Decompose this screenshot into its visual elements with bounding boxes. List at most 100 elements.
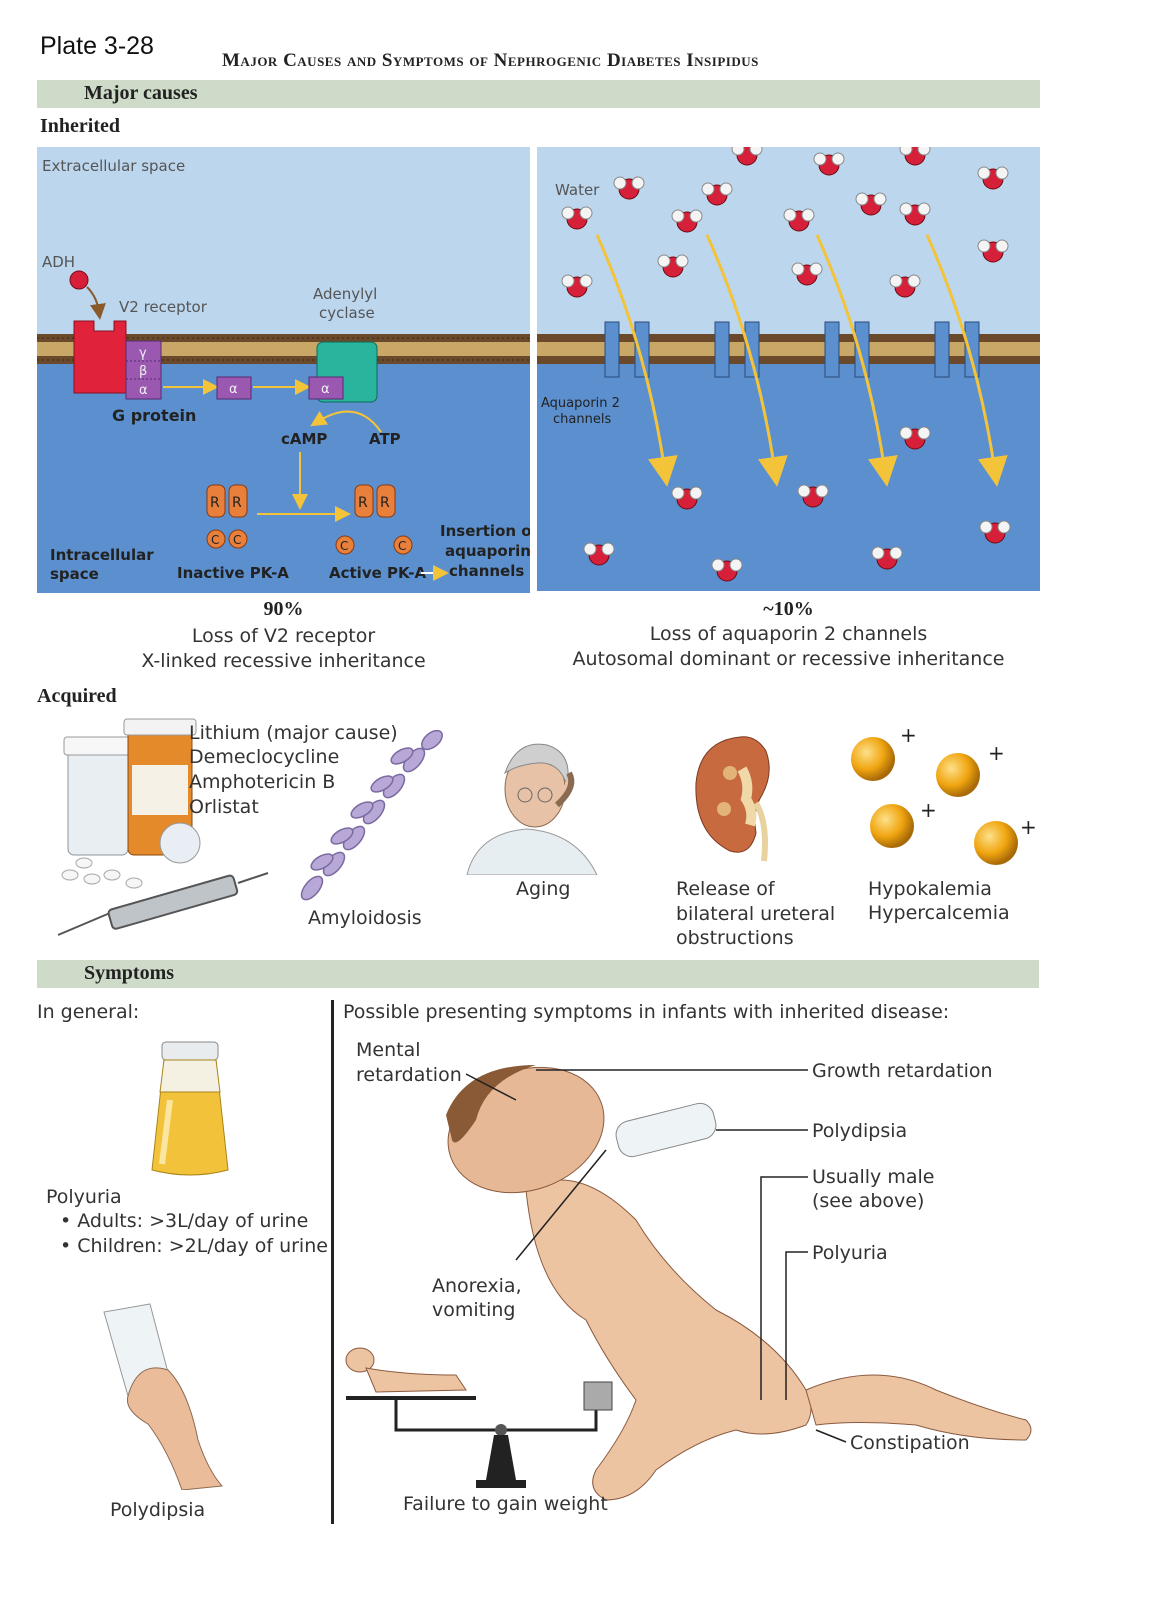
aqp-caption-2: Autosomal dominant or recessive inherita… xyxy=(572,648,1005,670)
water-flow-arrows xyxy=(595,234,1008,487)
plus-4: + xyxy=(1020,815,1037,839)
g-protein-label: G protein xyxy=(112,406,196,425)
ion-3 xyxy=(870,804,914,848)
g-protein xyxy=(125,340,162,400)
svg-text:R: R xyxy=(358,495,368,511)
adh-molecule xyxy=(69,270,89,290)
symptoms-band: Symptoms xyxy=(37,960,1039,988)
svg-text:C: C xyxy=(340,539,348,553)
aquaporin-label-1: Aquaporin 2 xyxy=(541,396,620,411)
svg-text:R: R xyxy=(380,495,390,511)
svg-text:R: R xyxy=(232,495,242,511)
aging-label: Aging xyxy=(516,878,571,900)
major-causes-heading: Major causes xyxy=(84,82,198,104)
electrolyte-ions: + + + + xyxy=(851,723,1037,865)
v2-pct: 90% xyxy=(263,598,304,620)
release-label-3: obstructions xyxy=(676,927,794,949)
polyuria-children: • Children: >2L/day of urine xyxy=(60,1235,328,1257)
ion-1 xyxy=(851,737,895,781)
polyuria-infant-label: Polyuria xyxy=(812,1242,888,1264)
drug-orlistat: Orlistat xyxy=(189,796,259,818)
symptoms-heading: Symptoms xyxy=(84,962,175,984)
intracellular-label-2: space xyxy=(50,565,99,583)
water-label: Water xyxy=(555,181,600,199)
plus-2: + xyxy=(988,741,1005,765)
insertion-label-2: aquaporin xyxy=(445,542,530,560)
insertion-label-1: Insertion of xyxy=(440,522,530,540)
hypokalemia-label: Hypokalemia xyxy=(868,878,992,900)
kidney-illustration xyxy=(695,736,770,862)
usually-male-2: (see above) xyxy=(812,1190,925,1212)
infant-illustration xyxy=(345,1065,1032,1501)
v2-signaling-diagram: Extracellular space ADH V2 receptor γ β … xyxy=(37,147,530,593)
intracellular-label-1: Intracellular xyxy=(50,546,154,564)
symptoms-divider xyxy=(331,1000,334,1524)
v2-receptor xyxy=(73,320,127,394)
polyuria-label: Polyuria xyxy=(46,1186,122,1208)
v2-caption-2: X-linked recessive inheritance xyxy=(141,650,426,672)
amyloid-fibril-illustration xyxy=(300,729,443,901)
svg-text:C: C xyxy=(398,539,406,553)
ion-2 xyxy=(936,753,980,797)
v2-receptor-label: V2 receptor xyxy=(119,298,208,316)
atp-label: ATP xyxy=(369,430,401,448)
acquired-heading: Acquired xyxy=(37,685,117,707)
major-causes-band: Major causes xyxy=(37,80,1040,108)
in-general-label: In general: xyxy=(37,1001,140,1023)
drug-amphotericin: Amphotericin B xyxy=(189,771,336,793)
svg-text:C: C xyxy=(233,533,241,547)
alpha-label-1: α xyxy=(139,383,148,398)
alpha-label-3: α xyxy=(321,382,330,397)
release-label-1: Release of xyxy=(676,878,775,900)
aquaporin-diagram: Water Aquaporin 2 channels xyxy=(537,147,1040,591)
constipation-label: Constipation xyxy=(850,1432,970,1454)
plus-3: + xyxy=(920,798,937,822)
alpha-label-2: α xyxy=(229,382,238,397)
leader-lines xyxy=(465,1069,847,1443)
anorexia-label-2: vomiting xyxy=(432,1299,516,1321)
infant-body xyxy=(446,1065,1032,1501)
plus-1: + xyxy=(900,723,917,747)
plate-number: Plate 3-28 xyxy=(40,32,154,60)
ion-4 xyxy=(974,821,1018,865)
mental-retardation-1: Mental xyxy=(356,1039,421,1061)
adenylyl-label: Adenylyl xyxy=(313,285,377,303)
usually-male-1: Usually male xyxy=(812,1166,935,1188)
aqp-pct: ~10% xyxy=(763,598,814,620)
drug-lithium: Lithium (major cause) xyxy=(189,722,398,744)
inactive-pka-label: Inactive PK-A xyxy=(177,564,289,582)
inherited-heading: Inherited xyxy=(40,115,120,137)
urine-jar-illustration xyxy=(151,1041,229,1176)
water-glass-illustration xyxy=(103,1303,224,1490)
aging-illustration xyxy=(447,733,615,875)
polyuria-adults: • Adults: >3L/day of urine xyxy=(60,1210,309,1232)
polydipsia-infant-label: Polydipsia xyxy=(812,1120,908,1142)
svg-text:C: C xyxy=(211,533,219,547)
svg-text:R: R xyxy=(210,495,220,511)
infant-on-scale xyxy=(345,1347,613,1488)
failure-to-gain-weight-label: Failure to gain weight xyxy=(403,1493,608,1515)
hypercalcemia-label: Hypercalcemia xyxy=(868,902,1010,924)
v2-caption-1: Loss of V2 receptor xyxy=(191,625,376,647)
baby-bottle-illustration xyxy=(615,1102,717,1158)
anorexia-label-1: Anorexia, xyxy=(432,1275,522,1297)
mental-retardation-2: retardation xyxy=(356,1064,462,1086)
amyloidosis-label: Amyloidosis xyxy=(308,907,422,929)
page-title: Major Causes and Symptoms of Nephrogenic… xyxy=(222,50,759,71)
gamma-label: γ xyxy=(139,346,147,361)
aqp-caption-1: Loss of aquaporin 2 channels xyxy=(649,623,928,645)
active-pka: R R C C xyxy=(335,484,413,555)
active-pka-label: Active PK-A xyxy=(329,564,427,582)
aquaporin-label-2: channels xyxy=(553,412,611,427)
medication-illustration xyxy=(57,718,269,936)
growth-retardation-label: Growth retardation xyxy=(812,1060,993,1082)
insertion-label-3: channels xyxy=(449,562,524,580)
cyclase-label: cyclase xyxy=(319,304,375,322)
g-alpha-subunit xyxy=(216,376,252,400)
drug-demeclocycline: Demeclocycline xyxy=(189,746,340,768)
camp-label: cAMP xyxy=(281,430,327,448)
polydipsia-label: Polydipsia xyxy=(110,1499,206,1521)
cell-membrane-right xyxy=(537,334,1040,364)
release-label-2: bilateral ureteral xyxy=(676,903,836,925)
adh-label: ADH xyxy=(42,253,75,271)
